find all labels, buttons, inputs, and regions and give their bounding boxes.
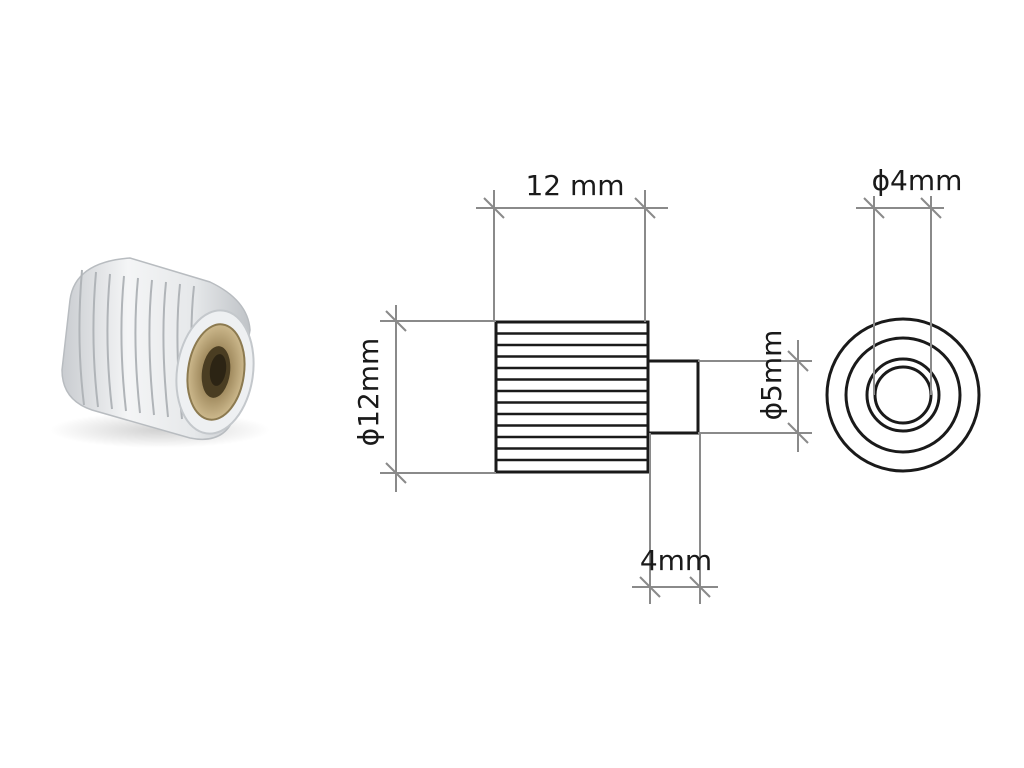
knob-rib [162,281,169,418]
knob-rib [148,279,155,416]
middle-ring [844,336,962,454]
boss-length-label: 4mm [640,544,712,577]
end-view [825,317,981,473]
boss-ring [865,357,941,433]
outer-ring [825,317,981,473]
side-view [494,320,700,474]
knob-rib [92,271,99,408]
length-label: 12 mm [525,169,624,202]
dimension-lines [380,190,944,604]
bore-diameter-label: ϕ4mm [872,164,963,197]
knob-rib [120,275,127,412]
knob-photo [50,257,270,448]
boss-diameter-label: ϕ5mm [755,330,788,421]
boss [646,359,700,435]
brass-insert [186,323,246,421]
knurl-lines [496,332,648,462]
knob-rib [78,269,85,406]
knob-rib [106,273,113,410]
outer-diameter-label: ϕ12mm [352,338,385,447]
knob-rib [134,277,141,414]
bore-ring [873,365,933,425]
